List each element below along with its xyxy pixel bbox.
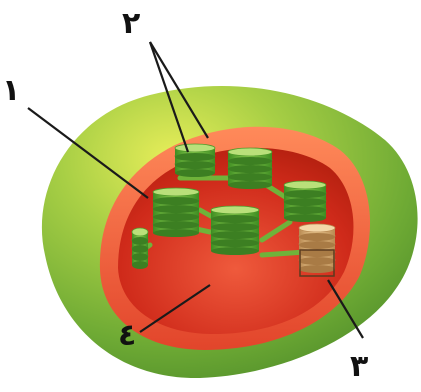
thylakoid-disk-bottom [153, 213, 199, 221]
leader-line-4 [139, 284, 211, 333]
thylakoid-disk [299, 228, 335, 237]
thylakoid-disk-bottom [284, 190, 326, 198]
thylakoid-disk-bottom [284, 214, 326, 222]
thylakoid-disk-bottom [132, 245, 148, 253]
leader-line-1 [27, 107, 149, 199]
thylakoid-disk-top [174, 143, 216, 153]
thylakoid-disk-bottom [228, 157, 272, 165]
thylakoid-disk-top [152, 187, 200, 197]
thylakoid-disk [153, 192, 199, 201]
thylakoid-disk-bottom [228, 165, 272, 173]
thylakoid-disk-bottom [153, 229, 199, 237]
thylakoid-disk-bottom [132, 253, 148, 261]
thylakoid-disk-bottom [211, 223, 259, 231]
selected-granum-box [299, 249, 335, 277]
thylakoid-disk-bottom [211, 247, 259, 255]
thylakoid-disk-bottom [299, 241, 335, 249]
thylakoid-disk-bottom [211, 239, 259, 247]
thylakoid-disk [175, 148, 215, 157]
thylakoid-disk-bottom [175, 161, 215, 169]
granum-selected [298, 223, 336, 273]
granum-center [210, 205, 260, 255]
granum-edge-left [131, 227, 149, 269]
thylakoid-disk-top [210, 205, 260, 215]
granum-right [283, 180, 327, 222]
leader-line-2b [149, 41, 209, 139]
thylakoid-disk-bottom [132, 237, 148, 245]
thylakoid-disk [132, 232, 148, 241]
label-2: ٢ [122, 6, 140, 41]
thylakoid-disk-top [298, 223, 336, 233]
leader-line-2a [148, 41, 190, 153]
label-1: ١ [2, 73, 20, 108]
thylakoid-disk-bottom [228, 173, 272, 181]
thylakoid-disk-bottom [175, 169, 215, 177]
thylakoid-disk-bottom [284, 206, 326, 214]
thylakoid-disk-bottom [299, 249, 335, 257]
thylakoid-disk-bottom [211, 215, 259, 223]
thylakoid-disk-top [131, 227, 149, 237]
granum-left [152, 187, 200, 237]
thylakoid-disk-bottom [299, 233, 335, 241]
label-3: ٣ [350, 349, 368, 384]
leader-line-3 [327, 279, 364, 339]
thylakoid-disk-bottom [299, 265, 335, 273]
granum-top-left [174, 143, 216, 177]
grana-group [131, 143, 336, 273]
thylakoid-disk-bottom [153, 221, 199, 229]
granum-top-center [227, 147, 273, 189]
thylakoid-disk-bottom [299, 257, 335, 265]
thylakoid-disk [284, 185, 326, 194]
thylakoid-disk-top [227, 147, 273, 157]
thylakoid-disk-bottom [153, 205, 199, 213]
thylakoid-disk-bottom [153, 197, 199, 205]
label-4: ٤ [118, 318, 136, 353]
thylakoid-disk-bottom [175, 153, 215, 161]
thylakoid-disk-top [283, 180, 327, 190]
thylakoid-disk-bottom [132, 261, 148, 269]
thylakoid-disk [228, 152, 272, 161]
thylakoid-disk-bottom [211, 231, 259, 239]
thylakoid-disk [211, 210, 259, 219]
thylakoid-disk-bottom [228, 181, 272, 189]
thylakoid-disk-bottom [284, 198, 326, 206]
